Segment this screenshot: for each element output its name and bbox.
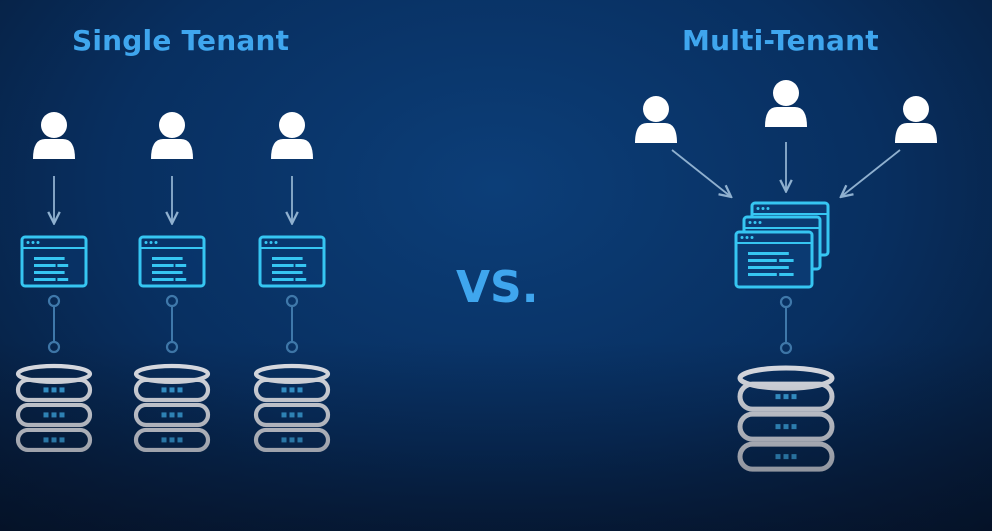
vs-label: VS. <box>456 262 539 313</box>
user-icon <box>765 80 807 127</box>
user-icon <box>151 112 193 159</box>
app-window-icon <box>734 230 814 289</box>
user-icon <box>895 96 937 143</box>
app-window-icon <box>258 235 326 288</box>
database-icon <box>737 365 835 472</box>
database-icon <box>133 363 211 453</box>
connector-icon <box>47 294 61 354</box>
user-icon <box>271 112 313 159</box>
multi-tenant-diagram <box>635 80 937 472</box>
connector-icon <box>285 294 299 354</box>
single-tenant-diagram <box>15 112 331 453</box>
multi-tenant-title: Multi-Tenant <box>682 24 879 57</box>
app-window-icon <box>138 235 206 288</box>
connector-icon <box>165 294 179 354</box>
single-tenant-title: Single Tenant <box>72 24 290 57</box>
database-icon <box>15 363 93 453</box>
arrow-icon <box>842 149 901 196</box>
app-window-icon <box>20 235 88 288</box>
connector-icon <box>779 295 793 355</box>
arrow-icon <box>671 149 730 196</box>
user-icon <box>33 112 75 159</box>
database-icon <box>253 363 331 453</box>
user-icon <box>635 96 677 143</box>
